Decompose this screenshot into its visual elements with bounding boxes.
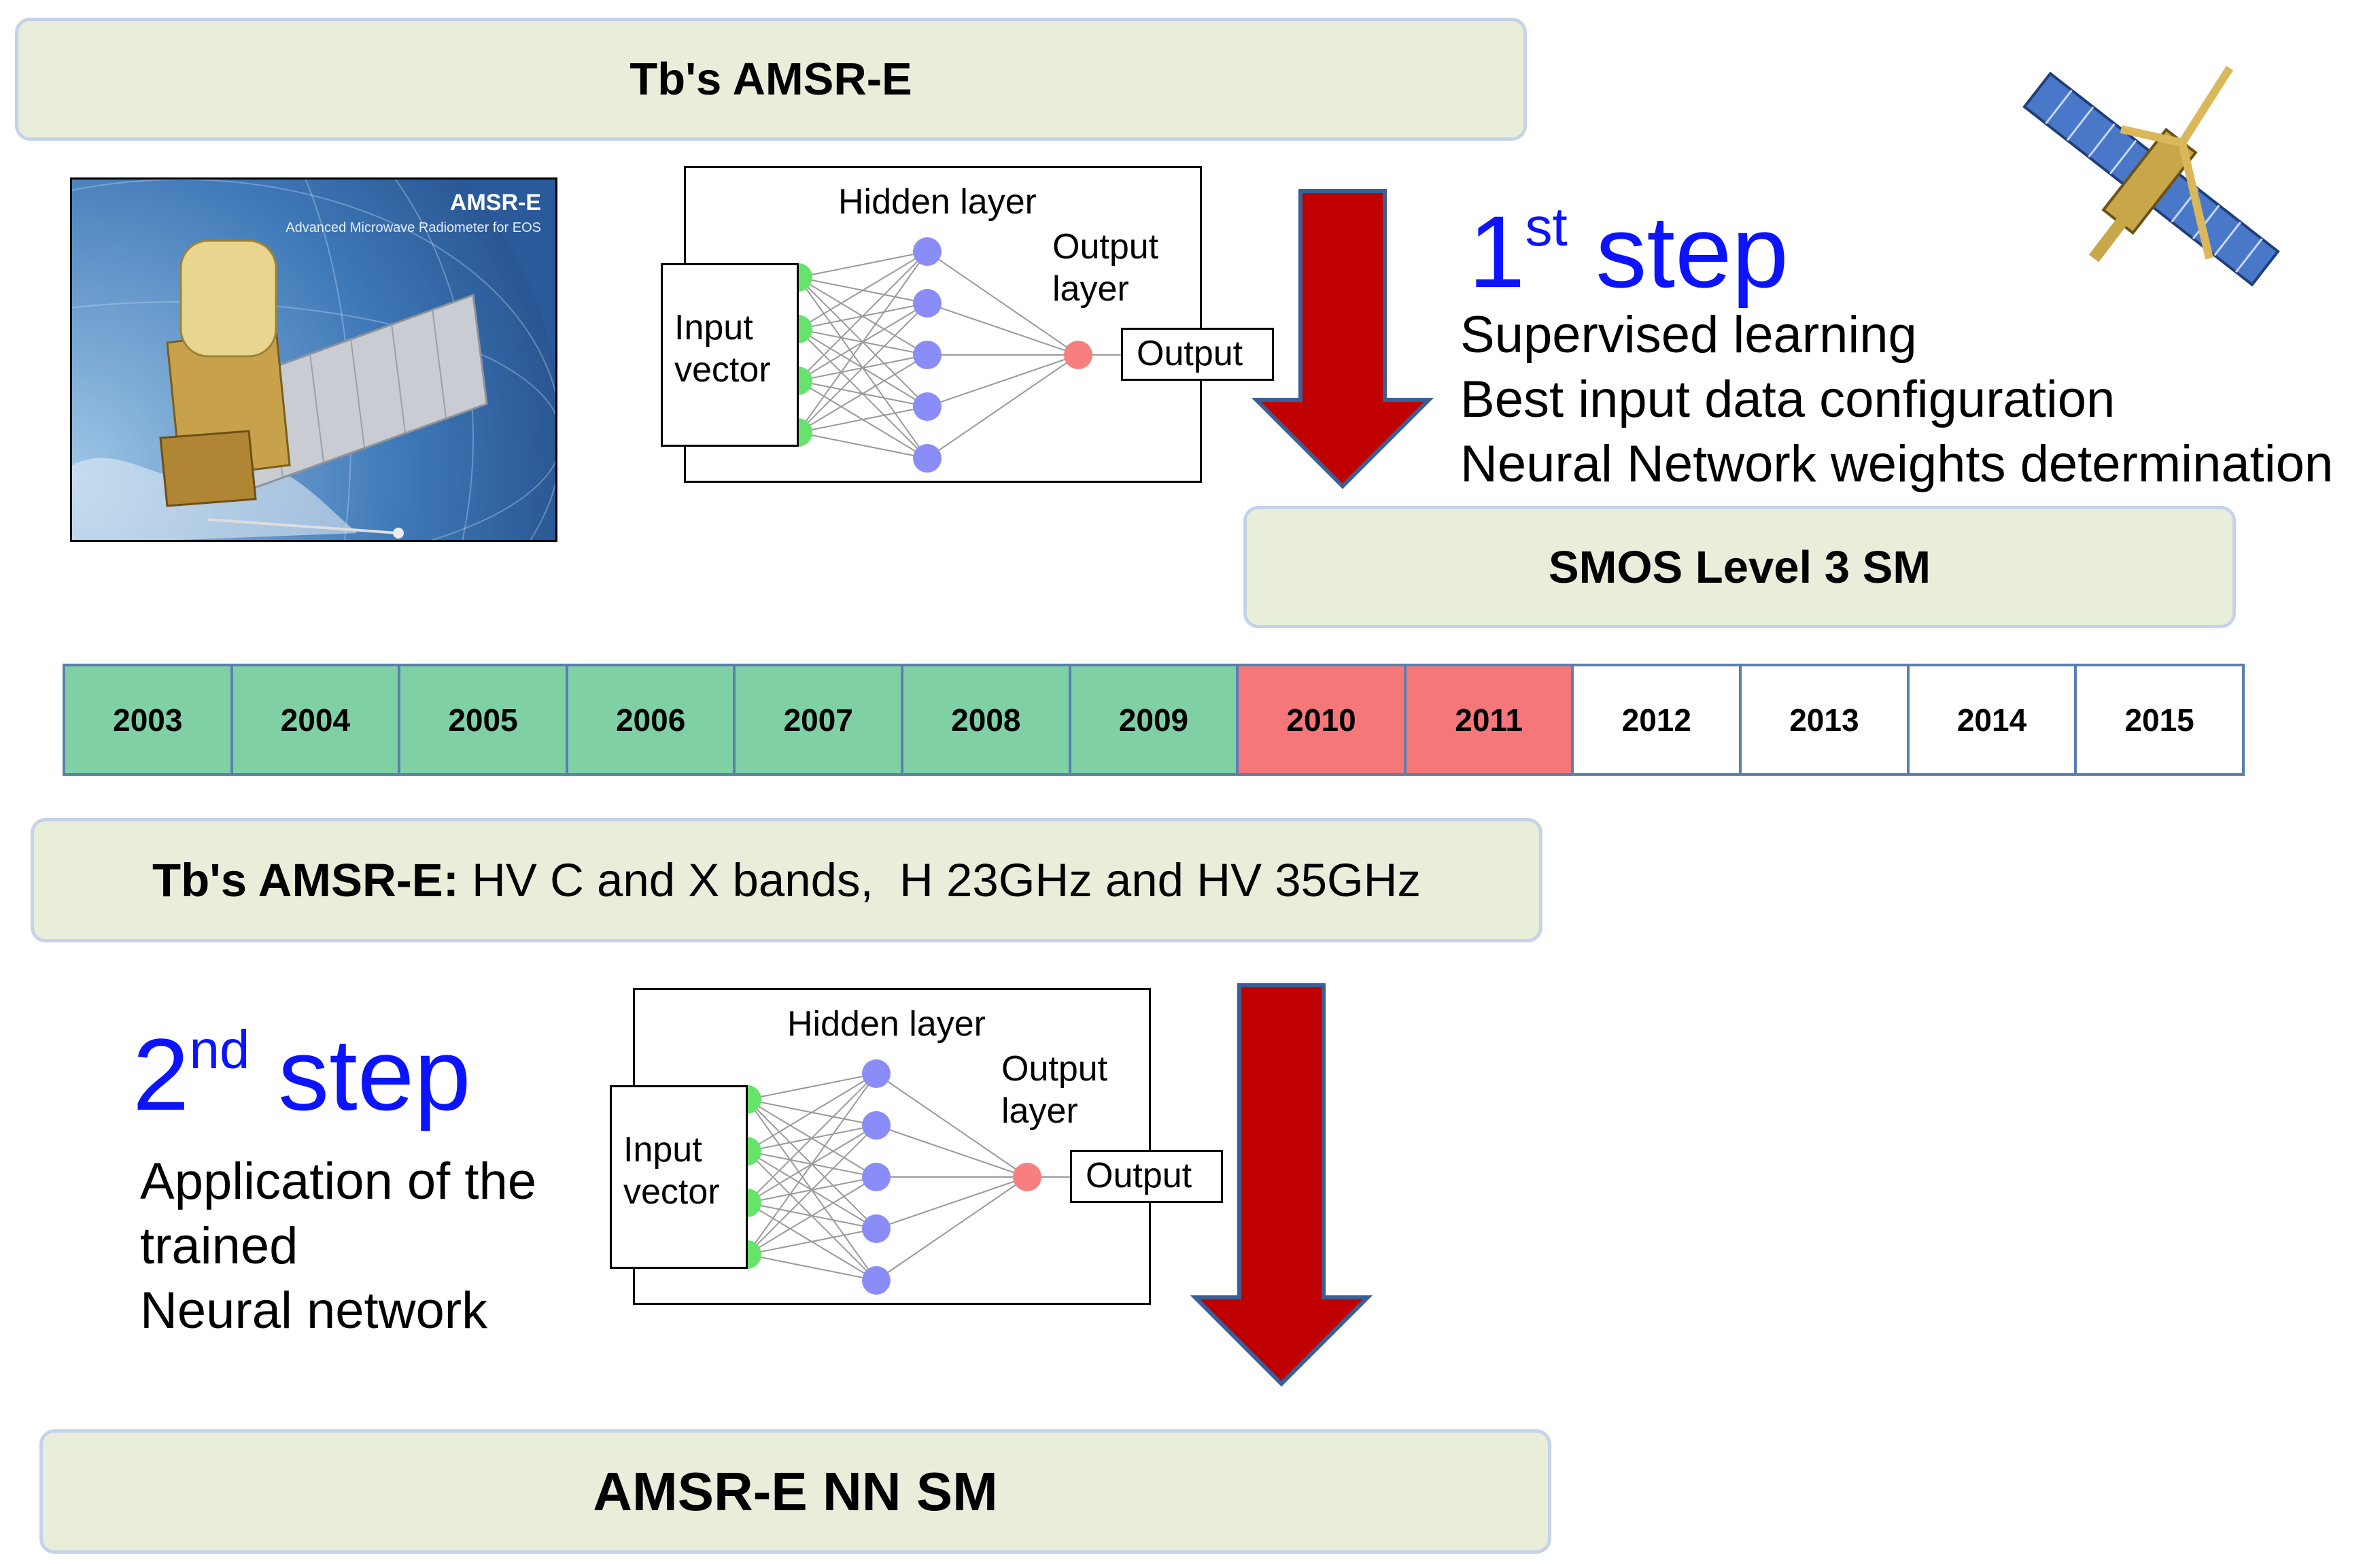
hidden-node: [913, 341, 942, 369]
nn-connection: [746, 1073, 877, 1100]
bottom-output-box: AMSR-E NN SM: [39, 1429, 1551, 1554]
nn-connection: [797, 354, 928, 433]
output-box-label: Output: [1086, 1156, 1192, 1195]
year-cell: 2013: [1742, 666, 1910, 773]
hidden-node: [862, 1214, 891, 1243]
year-cell: 2011: [1406, 666, 1574, 773]
hidden-node: [913, 237, 942, 266]
hidden-node: [913, 392, 942, 421]
nn-connection: [797, 406, 928, 433]
nn-connection: [876, 1073, 1028, 1178]
nn-connection: [797, 303, 928, 433]
bands-box-bold: Tb's AMSR-E:: [152, 854, 459, 906]
nn-connection: [746, 1073, 877, 1152]
hidden-node: [862, 1059, 891, 1088]
year-cell: 2009: [1071, 666, 1239, 773]
hidden-node: [913, 289, 942, 318]
step1-line: Neural Network weights determination: [1460, 435, 2334, 493]
input-vector-box: [661, 263, 799, 447]
nn-connection: [927, 251, 1079, 356]
year-cell: 2010: [1239, 666, 1407, 773]
nn-connection: [746, 1254, 877, 1281]
nn-connection: [797, 251, 928, 278]
input-vector-box: [610, 1085, 748, 1269]
step2-description: Application of the trained Neural networ…: [140, 1149, 536, 1343]
year-cell: 2006: [568, 666, 736, 773]
nn-connection: [927, 303, 1079, 356]
hidden-layer-label: Hidden layer: [787, 1004, 986, 1044]
hidden-node: [862, 1111, 891, 1140]
nn-connection: [746, 1073, 877, 1255]
output-node: [1064, 341, 1092, 369]
hidden-node: [913, 444, 942, 473]
top-input-box: Tb's AMSR-E: [15, 18, 1527, 141]
amsre-satellite-image: AMSR-E Advanced Microwave Radiometer for…: [70, 177, 557, 542]
nn-connection: [746, 1228, 877, 1255]
top-input-box-label: Tb's AMSR-E: [630, 54, 912, 105]
year-cell: 2007: [736, 666, 904, 773]
photo-subtitle: Advanced Microwave Radiometer for EOS: [286, 220, 541, 235]
year-cell: 2005: [400, 666, 568, 773]
step2-title: 2nd step: [133, 1017, 471, 1131]
nn-connection: [927, 354, 1079, 407]
smos-box: SMOS Level 3 SM: [1243, 506, 2236, 628]
output-node: [1013, 1163, 1041, 1191]
satellite-icon: [2022, 65, 2280, 287]
arrow-shape: [1251, 189, 1434, 490]
nn-connection: [797, 432, 928, 459]
output-box: [1070, 1150, 1223, 1203]
step1-line: Best input data configuration: [1460, 371, 2116, 428]
output-box-label: Output: [1137, 334, 1243, 373]
step2-line: trained: [140, 1217, 298, 1275]
nn-connection: [876, 1176, 1028, 1229]
bands-box-rest: HV C and X bands, H 23GHz and HV 35GHz: [458, 854, 1421, 906]
nn-connection: [746, 1073, 877, 1204]
arrow-shape: [1190, 983, 1373, 1387]
nn-connection: [746, 1125, 877, 1255]
nn-connection: [797, 251, 928, 433]
nn-connection: [797, 251, 928, 381]
year-cell: 2012: [1574, 666, 1742, 773]
smos-box-label: SMOS Level 3 SM: [1548, 541, 1931, 593]
year-cell: 2014: [1909, 666, 2077, 773]
down-arrow-1: [1251, 189, 1434, 490]
year-cell: 2003: [65, 666, 233, 773]
photo-title: AMSR-E: [450, 190, 541, 216]
nn-connection: [876, 1176, 1028, 1281]
step2-line: Application of the: [140, 1153, 537, 1210]
step1-title: 1st step: [1468, 194, 1789, 309]
nn-connection: [876, 1125, 1028, 1178]
year-cell: 2008: [903, 666, 1071, 773]
nn-connection: [746, 1176, 877, 1255]
nn-connection: [797, 251, 928, 330]
output-box: [1121, 328, 1274, 381]
year-cell: 2015: [2077, 666, 2242, 773]
hidden-node: [862, 1266, 891, 1295]
hidden-layer-label: Hidden layer: [838, 182, 1037, 222]
step2-line: Neural network: [140, 1282, 488, 1340]
down-arrow-2: [1190, 983, 1373, 1387]
hidden-node: [862, 1163, 891, 1191]
bottom-output-box-label: AMSR-E NN SM: [593, 1461, 998, 1522]
nn-connection: [927, 354, 1079, 459]
bands-box: Tb's AMSR-E: HV C and X bands, H 23GHz a…: [31, 818, 1542, 942]
step1-line: Supervised learning: [1460, 306, 1917, 364]
year-cell: 2004: [232, 666, 401, 773]
step1-description: Supervised learning Best input data conf…: [1460, 303, 2333, 496]
